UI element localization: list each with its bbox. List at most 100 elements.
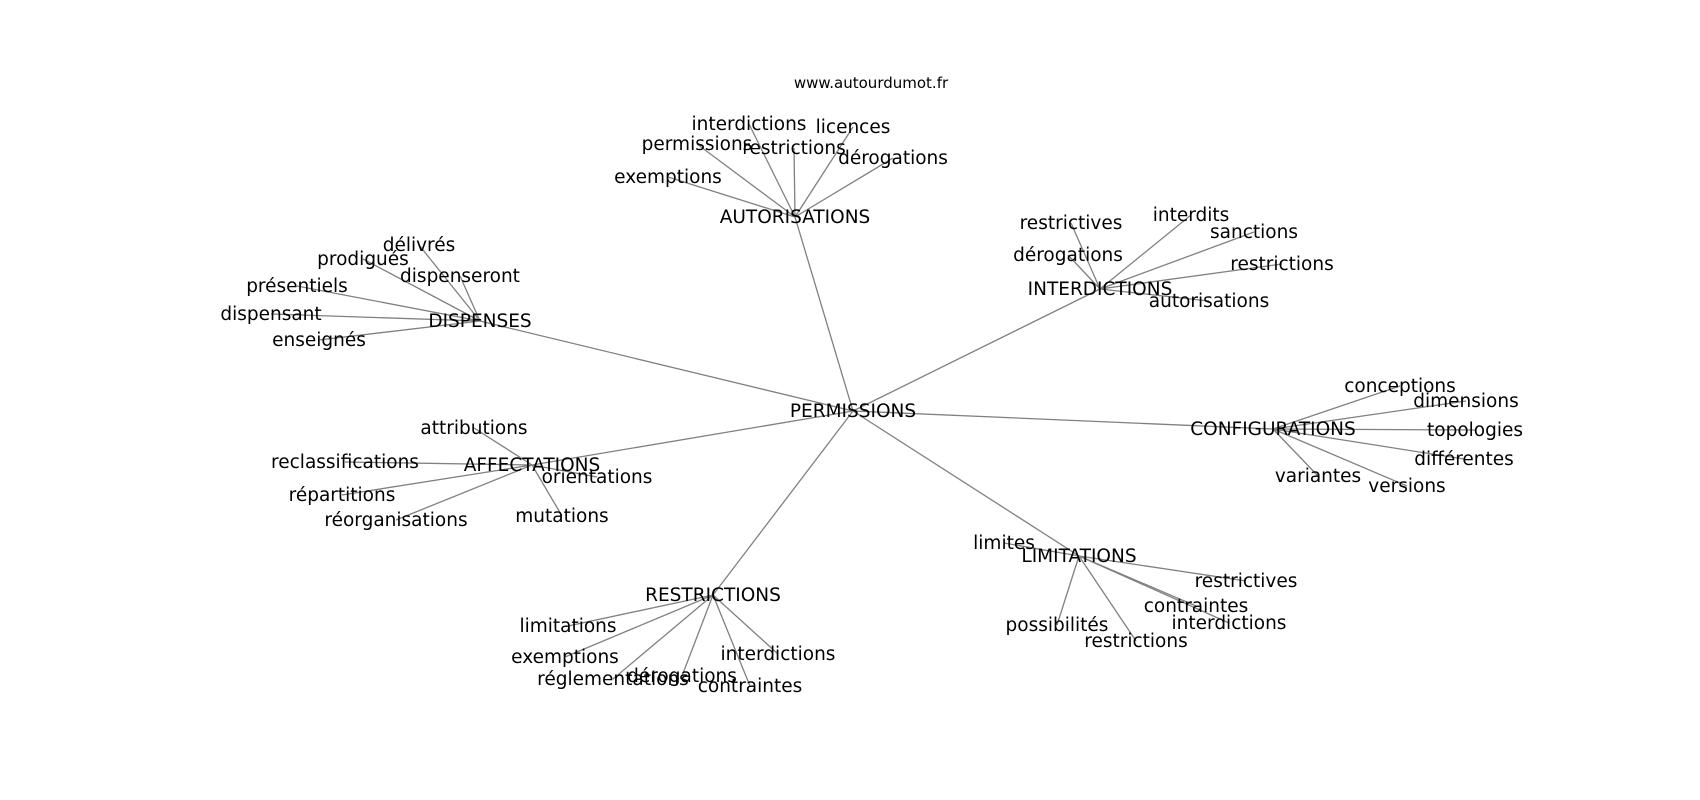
edge-autorisations-derogations xyxy=(794,157,894,218)
leaf-node-limitations-interdictions[interactable]: interdictions xyxy=(1172,613,1287,634)
leaf-node-affectations-attributions[interactable]: attributions xyxy=(420,418,527,439)
leaf-node-configurations-differentes[interactable]: différentes xyxy=(1414,449,1514,470)
leaf-node-dispenses-dispensant[interactable]: dispensant xyxy=(220,304,321,325)
leaf-node-configurations-topologies[interactable]: topologies xyxy=(1427,420,1523,441)
labels-layer: www.autourdumot.fr PERMISSIONS AUTORISATI… xyxy=(220,74,1523,697)
edge-affectations-mutations xyxy=(531,464,563,517)
edge-dispenses-prodigues xyxy=(362,258,481,322)
leaf-node-restrictions-interdictions[interactable]: interdictions xyxy=(721,644,836,665)
leaf-node-dispenses-presentiels[interactable]: présentiels xyxy=(246,276,348,297)
hub-node-configurations[interactable]: CONFIGURATIONS xyxy=(1190,419,1356,440)
leaf-node-configurations-variantes[interactable]: variantes xyxy=(1275,466,1361,487)
edge-configurations-conceptions xyxy=(1272,385,1401,430)
leaf-node-limitations-contraintes[interactable]: contraintes xyxy=(1144,596,1249,617)
edge-dispenses-presentiels xyxy=(296,285,481,322)
edge-configurations-variantes xyxy=(1272,428,1319,477)
edge-dispenses-delivres xyxy=(418,244,481,322)
leaf-node-affectations-mutations[interactable]: mutations xyxy=(515,506,608,527)
center-node-label[interactable]: PERMISSIONS xyxy=(790,401,916,422)
edge-affectations-reclassifications xyxy=(344,461,533,466)
edge-autorisations-permissions xyxy=(696,143,796,218)
edge-interdictions-restrictions xyxy=(1099,263,1283,290)
edge-affectations-reorganisations xyxy=(395,464,533,521)
leaf-node-dispenses-prodigues[interactable]: prodigués xyxy=(317,249,409,270)
leaf-node-affectations-reorganisations[interactable]: réorganisations xyxy=(324,510,467,531)
hub-node-restrictions[interactable]: RESTRICTIONS xyxy=(645,585,781,606)
edge-autorisations-exemptions xyxy=(667,176,796,218)
edge-configurations-topologies xyxy=(1272,428,1476,431)
hub-node-dispenses[interactable]: DISPENSES xyxy=(428,311,531,332)
edge-restrictions-limitations xyxy=(567,594,714,627)
leaf-node-autorisations-derogations[interactable]: dérogations xyxy=(838,148,948,169)
edge-limitations-limites xyxy=(1003,542,1080,557)
hub-node-affectations[interactable]: AFFECTATIONS xyxy=(464,455,601,476)
edge-dispenses-dispensant xyxy=(270,313,481,322)
edge-limitations-restrictives xyxy=(1078,555,1247,582)
leaf-node-interdictions-restrictions[interactable]: restrictions xyxy=(1230,254,1333,275)
leaf-node-limitations-limites[interactable]: limites xyxy=(973,533,1035,554)
leaf-node-interdictions-restrictives[interactable]: restrictives xyxy=(1020,213,1123,234)
edge-interdictions-sanctions xyxy=(1099,231,1255,290)
edge-limitations-possibilites xyxy=(1056,555,1080,626)
leaf-node-dispenses-enseignes[interactable]: enseignés xyxy=(272,330,366,351)
leaf-node-dispenses-delivres[interactable]: délivrés xyxy=(383,235,456,256)
hub-node-autorisations[interactable]: AUTORISATIONS xyxy=(720,207,871,228)
edge-limitations-restrictions xyxy=(1078,555,1137,642)
hub-node-limitations[interactable]: LIMITATIONS xyxy=(1021,546,1136,567)
edge-restrictions-contraintes xyxy=(712,594,751,687)
edge-interdictions-derogations xyxy=(1067,254,1101,290)
edge-center-dispenses xyxy=(479,320,854,412)
edge-center-limitations xyxy=(852,410,1080,557)
leaf-node-interdictions-sanctions[interactable]: sanctions xyxy=(1210,222,1298,243)
leaf-node-limitations-restrictives[interactable]: restrictives xyxy=(1195,571,1298,592)
edge-center-interdictions xyxy=(852,288,1101,412)
edge-center-restrictions xyxy=(712,410,854,596)
edge-configurations-versions xyxy=(1272,428,1408,487)
leaf-node-limitations-possibilites[interactable]: possibilités xyxy=(1006,615,1109,636)
edge-affectations-orientations xyxy=(531,464,598,478)
leaf-node-interdictions-autorisations[interactable]: autorisations xyxy=(1149,291,1269,312)
leaf-node-autorisations-permissions[interactable]: permissions xyxy=(642,134,753,155)
edge-dispenses-dispenseront xyxy=(459,275,481,322)
leaf-node-configurations-versions[interactable]: versions xyxy=(1368,476,1445,497)
leaf-node-dispenses-dispenseront[interactable]: dispenseront xyxy=(400,266,520,287)
leaf-node-affectations-repartitions[interactable]: répartitions xyxy=(289,485,396,506)
edge-center-configurations xyxy=(852,410,1274,430)
leaf-node-affectations-orientations[interactable]: orientations xyxy=(542,467,653,488)
edge-affectations-attributions xyxy=(473,427,533,466)
edge-dispenses-enseignes xyxy=(318,320,481,341)
leaf-node-restrictions-contraintes[interactable]: contraintes xyxy=(698,676,803,697)
edge-affectations-repartitions xyxy=(341,464,533,496)
leaf-node-autorisations-interdictions[interactable]: interdictions xyxy=(692,114,807,135)
edge-autorisations-interdictions xyxy=(748,123,796,218)
leaf-node-configurations-dimensions[interactable]: dimensions xyxy=(1413,391,1518,412)
edge-restrictions-exemptions xyxy=(564,594,714,658)
leaf-node-limitations-restrictions[interactable]: restrictions xyxy=(1084,631,1187,652)
edges-layer xyxy=(270,123,1476,687)
leaf-node-affectations-reclassifications[interactable]: reclassifications xyxy=(271,452,419,473)
site-credit[interactable]: www.autourdumot.fr xyxy=(794,74,949,92)
leaf-node-autorisations-exemptions[interactable]: exemptions xyxy=(614,167,722,188)
edge-restrictions-reglementations xyxy=(612,594,714,680)
edge-interdictions-interdits xyxy=(1099,214,1192,290)
leaf-node-configurations-conceptions[interactable]: conceptions xyxy=(1344,376,1456,397)
leaf-node-restrictions-reglementations[interactable]: réglementations xyxy=(537,669,689,690)
edge-configurations-differentes xyxy=(1272,428,1465,460)
leaf-node-restrictions-derogations[interactable]: dérogations xyxy=(627,666,737,687)
leaf-node-interdictions-interdits[interactable]: interdits xyxy=(1153,205,1230,226)
edge-limitations-interdictions xyxy=(1078,555,1230,624)
edge-center-autorisations xyxy=(794,216,854,412)
edge-autorisations-restrictions xyxy=(793,147,796,218)
edge-autorisations-licences xyxy=(794,126,854,218)
leaf-node-autorisations-restrictions[interactable]: restrictions xyxy=(742,138,845,159)
leaf-node-restrictions-limitations[interactable]: limitations xyxy=(519,616,616,637)
leaf-node-autorisations-licences[interactable]: licences xyxy=(816,117,891,138)
leaf-node-restrictions-exemptions[interactable]: exemptions xyxy=(511,647,619,668)
edge-interdictions-autorisations xyxy=(1099,288,1210,302)
edge-configurations-dimensions xyxy=(1272,400,1467,430)
edge-restrictions-interdictions xyxy=(712,594,779,655)
hub-node-interdictions[interactable]: INTERDICTIONS xyxy=(1028,279,1173,300)
leaf-node-interdictions-derogations[interactable]: dérogations xyxy=(1013,245,1123,266)
edge-interdictions-restrictives xyxy=(1070,222,1101,290)
